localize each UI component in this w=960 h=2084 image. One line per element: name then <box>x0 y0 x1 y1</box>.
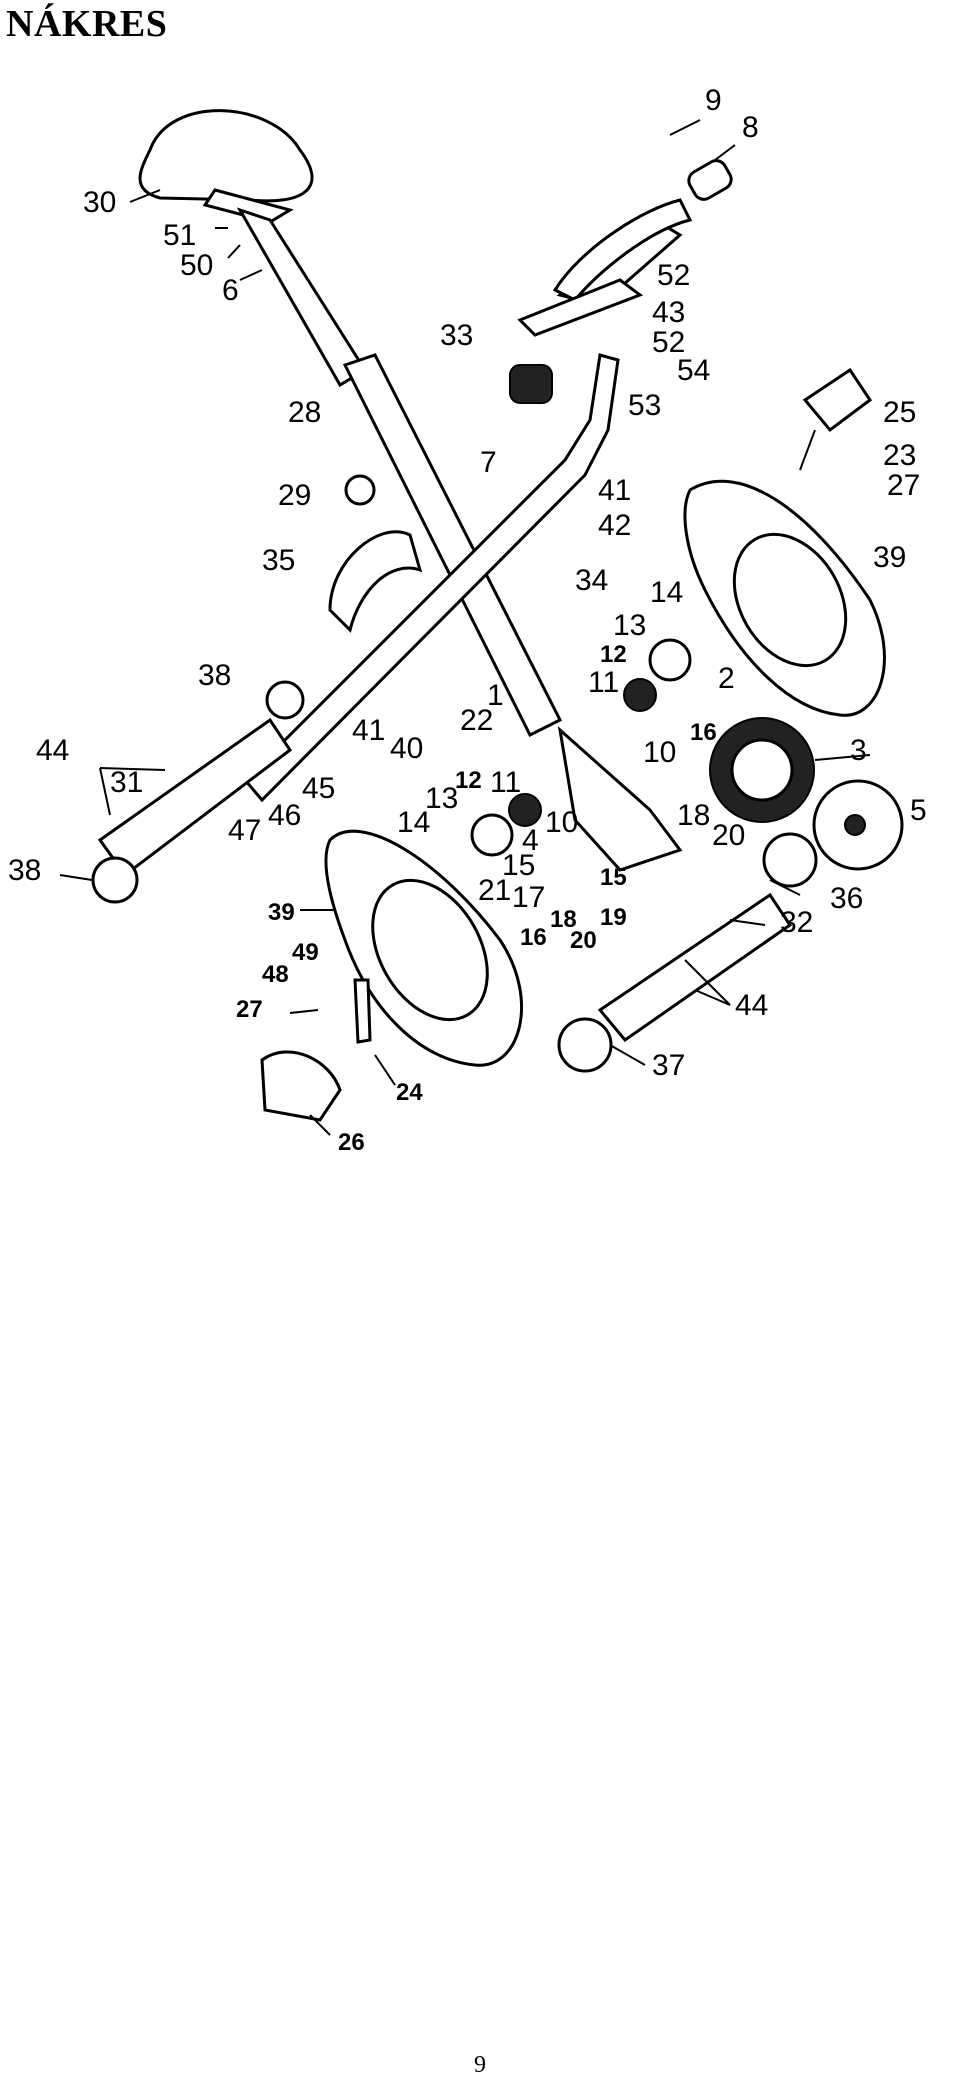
label-9: 9 <box>705 84 722 117</box>
label-14: 14 <box>650 576 683 609</box>
label-41: 41 <box>598 474 631 507</box>
label-10: 10 <box>643 736 676 769</box>
label-37: 37 <box>652 1049 685 1082</box>
label-40: 40 <box>390 732 423 765</box>
label-2: 2 <box>718 662 735 695</box>
label-28: 28 <box>288 396 321 429</box>
label-53: 53 <box>628 389 661 422</box>
label-20b: 20 <box>712 819 745 852</box>
label-38b: 38 <box>8 854 41 887</box>
label-17: 17 <box>512 881 545 914</box>
label-46: 46 <box>268 799 301 832</box>
seat-part <box>138 109 314 203</box>
rear-stabilizer-part <box>597 892 793 1043</box>
label-35: 35 <box>262 544 295 577</box>
label-11b: 11 <box>490 766 521 799</box>
label-47: 47 <box>228 814 261 847</box>
label-15b: 15 <box>600 864 627 891</box>
label-12: 12 <box>600 641 627 668</box>
label-30: 30 <box>83 186 116 219</box>
label-21: 21 <box>478 874 511 907</box>
label-27b: 27 <box>236 996 263 1023</box>
label-49: 49 <box>292 939 319 966</box>
main-frame-part <box>242 353 620 803</box>
label-20: 20 <box>570 927 597 954</box>
label-44b: 44 <box>735 989 768 1022</box>
label-16: 16 <box>690 719 717 746</box>
label-4: 4 <box>522 824 539 857</box>
label-36: 36 <box>830 882 863 915</box>
label-13b: 13 <box>425 782 458 815</box>
label-25: 25 <box>883 396 916 429</box>
label-6: 6 <box>222 274 239 307</box>
label-11: 11 <box>588 666 619 699</box>
label-52: 52 <box>657 259 690 292</box>
label-8: 8 <box>742 111 759 144</box>
label-15: 15 <box>502 849 535 882</box>
page-title: NÁKRES <box>6 3 168 45</box>
label-33: 33 <box>440 319 473 352</box>
label-22: 22 <box>460 704 493 737</box>
exploded-parts-diagram: 30 51 50 6 9 8 52 43 52 54 53 33 28 29 3… <box>0 80 960 1170</box>
label-1: 1 <box>487 679 504 712</box>
label-51: 51 <box>163 219 196 252</box>
label-50: 50 <box>180 249 213 282</box>
label-18b: 18 <box>677 799 710 832</box>
label-42: 42 <box>598 509 631 542</box>
leader-lines <box>59 119 871 1136</box>
label-39b: 39 <box>268 899 295 926</box>
label-43: 43 <box>652 296 685 329</box>
label-19: 19 <box>600 904 627 931</box>
label-12b: 12 <box>455 767 482 794</box>
label-23: 23 <box>883 439 916 472</box>
label-27: 27 <box>887 469 920 502</box>
label-14b: 14 <box>397 806 430 839</box>
label-29: 29 <box>278 479 311 512</box>
label-44: 44 <box>36 734 69 767</box>
label-52b: 52 <box>652 326 685 359</box>
label-26: 26 <box>338 1129 365 1156</box>
part-labels: 30 51 50 6 9 8 52 43 52 54 53 33 28 29 3… <box>8 84 927 1156</box>
label-38: 38 <box>198 659 231 692</box>
label-54: 54 <box>677 354 710 387</box>
label-7: 7 <box>480 446 497 479</box>
label-10b: 10 <box>545 806 578 839</box>
label-13: 13 <box>613 609 646 642</box>
label-31: 31 <box>110 766 143 799</box>
label-48: 48 <box>262 961 289 988</box>
seat-post-part <box>236 207 368 388</box>
page-number: 9 <box>474 2052 486 2078</box>
label-39: 39 <box>873 541 906 574</box>
label-24: 24 <box>396 1079 423 1106</box>
label-3: 3 <box>850 734 867 767</box>
label-5: 5 <box>910 794 927 827</box>
label-32: 32 <box>780 906 813 939</box>
label-45: 45 <box>302 772 335 805</box>
label-41b: 41 <box>352 714 385 747</box>
label-18: 18 <box>550 906 577 933</box>
label-34: 34 <box>575 564 608 597</box>
label-16b: 16 <box>520 924 547 951</box>
